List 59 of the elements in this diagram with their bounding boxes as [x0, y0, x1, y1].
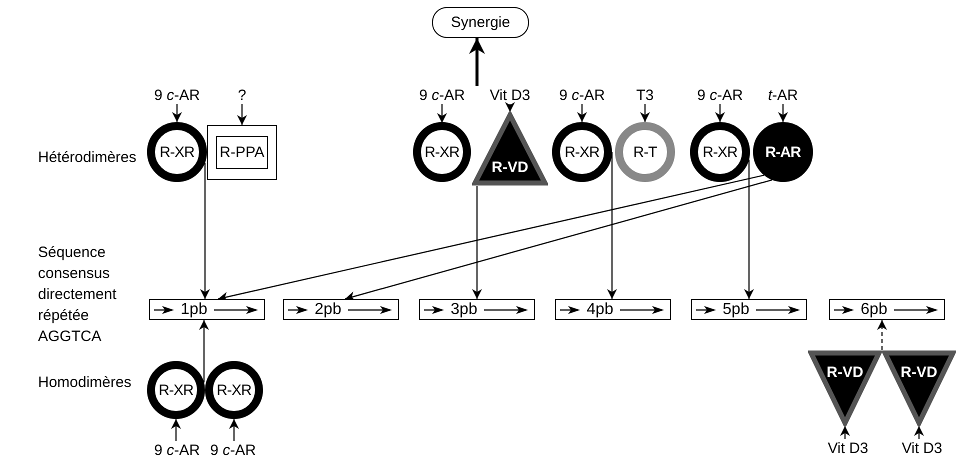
spacer-label: 5pb — [722, 300, 750, 318]
spacer-label: 6pb — [860, 300, 888, 318]
ligand-label: t-AR — [763, 86, 803, 104]
spacer-label: 4pb — [586, 300, 614, 318]
receptor-circle: R-XR — [413, 122, 471, 182]
receptor-circle: R-XR — [147, 122, 207, 182]
ligand-label: 9 c-AR — [415, 86, 469, 104]
receptor-circle: R-XR — [205, 361, 263, 419]
row-label: Hétérodimères — [38, 148, 138, 168]
arrow — [914, 426, 924, 439]
arrow — [715, 104, 725, 122]
arrow — [744, 160, 754, 299]
receptor-circle: R-T — [615, 122, 675, 182]
receptor-circle: R-XR — [147, 361, 205, 419]
spacer-label: 2pb — [314, 300, 342, 318]
arrow — [437, 104, 447, 123]
ligand-label: Vit D3 — [475, 86, 545, 104]
spacer-label: 1pb — [180, 300, 208, 318]
arrow — [778, 104, 788, 122]
ligand-label: 9 c-AR — [552, 86, 612, 104]
receptor-circle: R-XR — [552, 122, 612, 182]
arrow — [171, 419, 181, 441]
spacer-label: 3pb — [450, 300, 478, 318]
receptor-box: R-PPA — [207, 125, 277, 180]
arrow — [640, 104, 650, 122]
receptor-triangle: R-VD — [472, 112, 548, 186]
sequence-box — [419, 299, 535, 320]
arrow — [472, 186, 482, 299]
arrow — [344, 179, 772, 302]
arrow — [877, 320, 887, 350]
arrow — [218, 174, 764, 302]
row-label: Séquence consensus directement répétée AGGTCA — [38, 243, 118, 347]
sequence-box — [283, 299, 399, 320]
arrow — [237, 104, 247, 125]
arrow — [200, 162, 210, 299]
ligand-label: 9 c-AR — [690, 86, 750, 104]
sequence-box — [149, 299, 265, 320]
row-label: Homodimères — [38, 373, 132, 393]
receptor-triangle: R-VD — [808, 350, 882, 426]
ligand-label: Vit D3 — [896, 439, 948, 457]
ligand-label: 9 c-AR — [147, 86, 207, 104]
arrow — [199, 320, 209, 382]
arrow — [577, 104, 587, 122]
result-box: Synergie — [432, 7, 529, 38]
receptor-circle: R-XR — [690, 122, 750, 182]
sequence-box — [555, 299, 671, 320]
arrow — [840, 426, 850, 439]
receptor-circle: R-AR — [753, 122, 813, 182]
ligand-label: Vit D3 — [822, 439, 874, 457]
ligand-label: T3 — [630, 86, 660, 104]
arrow — [505, 102, 515, 112]
arrow — [172, 104, 182, 122]
sequence-box — [829, 299, 945, 320]
arrow — [607, 152, 617, 299]
sequence-box — [691, 299, 807, 320]
receptor-triangle: R-VD — [882, 350, 956, 426]
arrow — [469, 38, 485, 86]
ligand-label: ? — [232, 86, 252, 104]
arrow — [229, 419, 239, 441]
